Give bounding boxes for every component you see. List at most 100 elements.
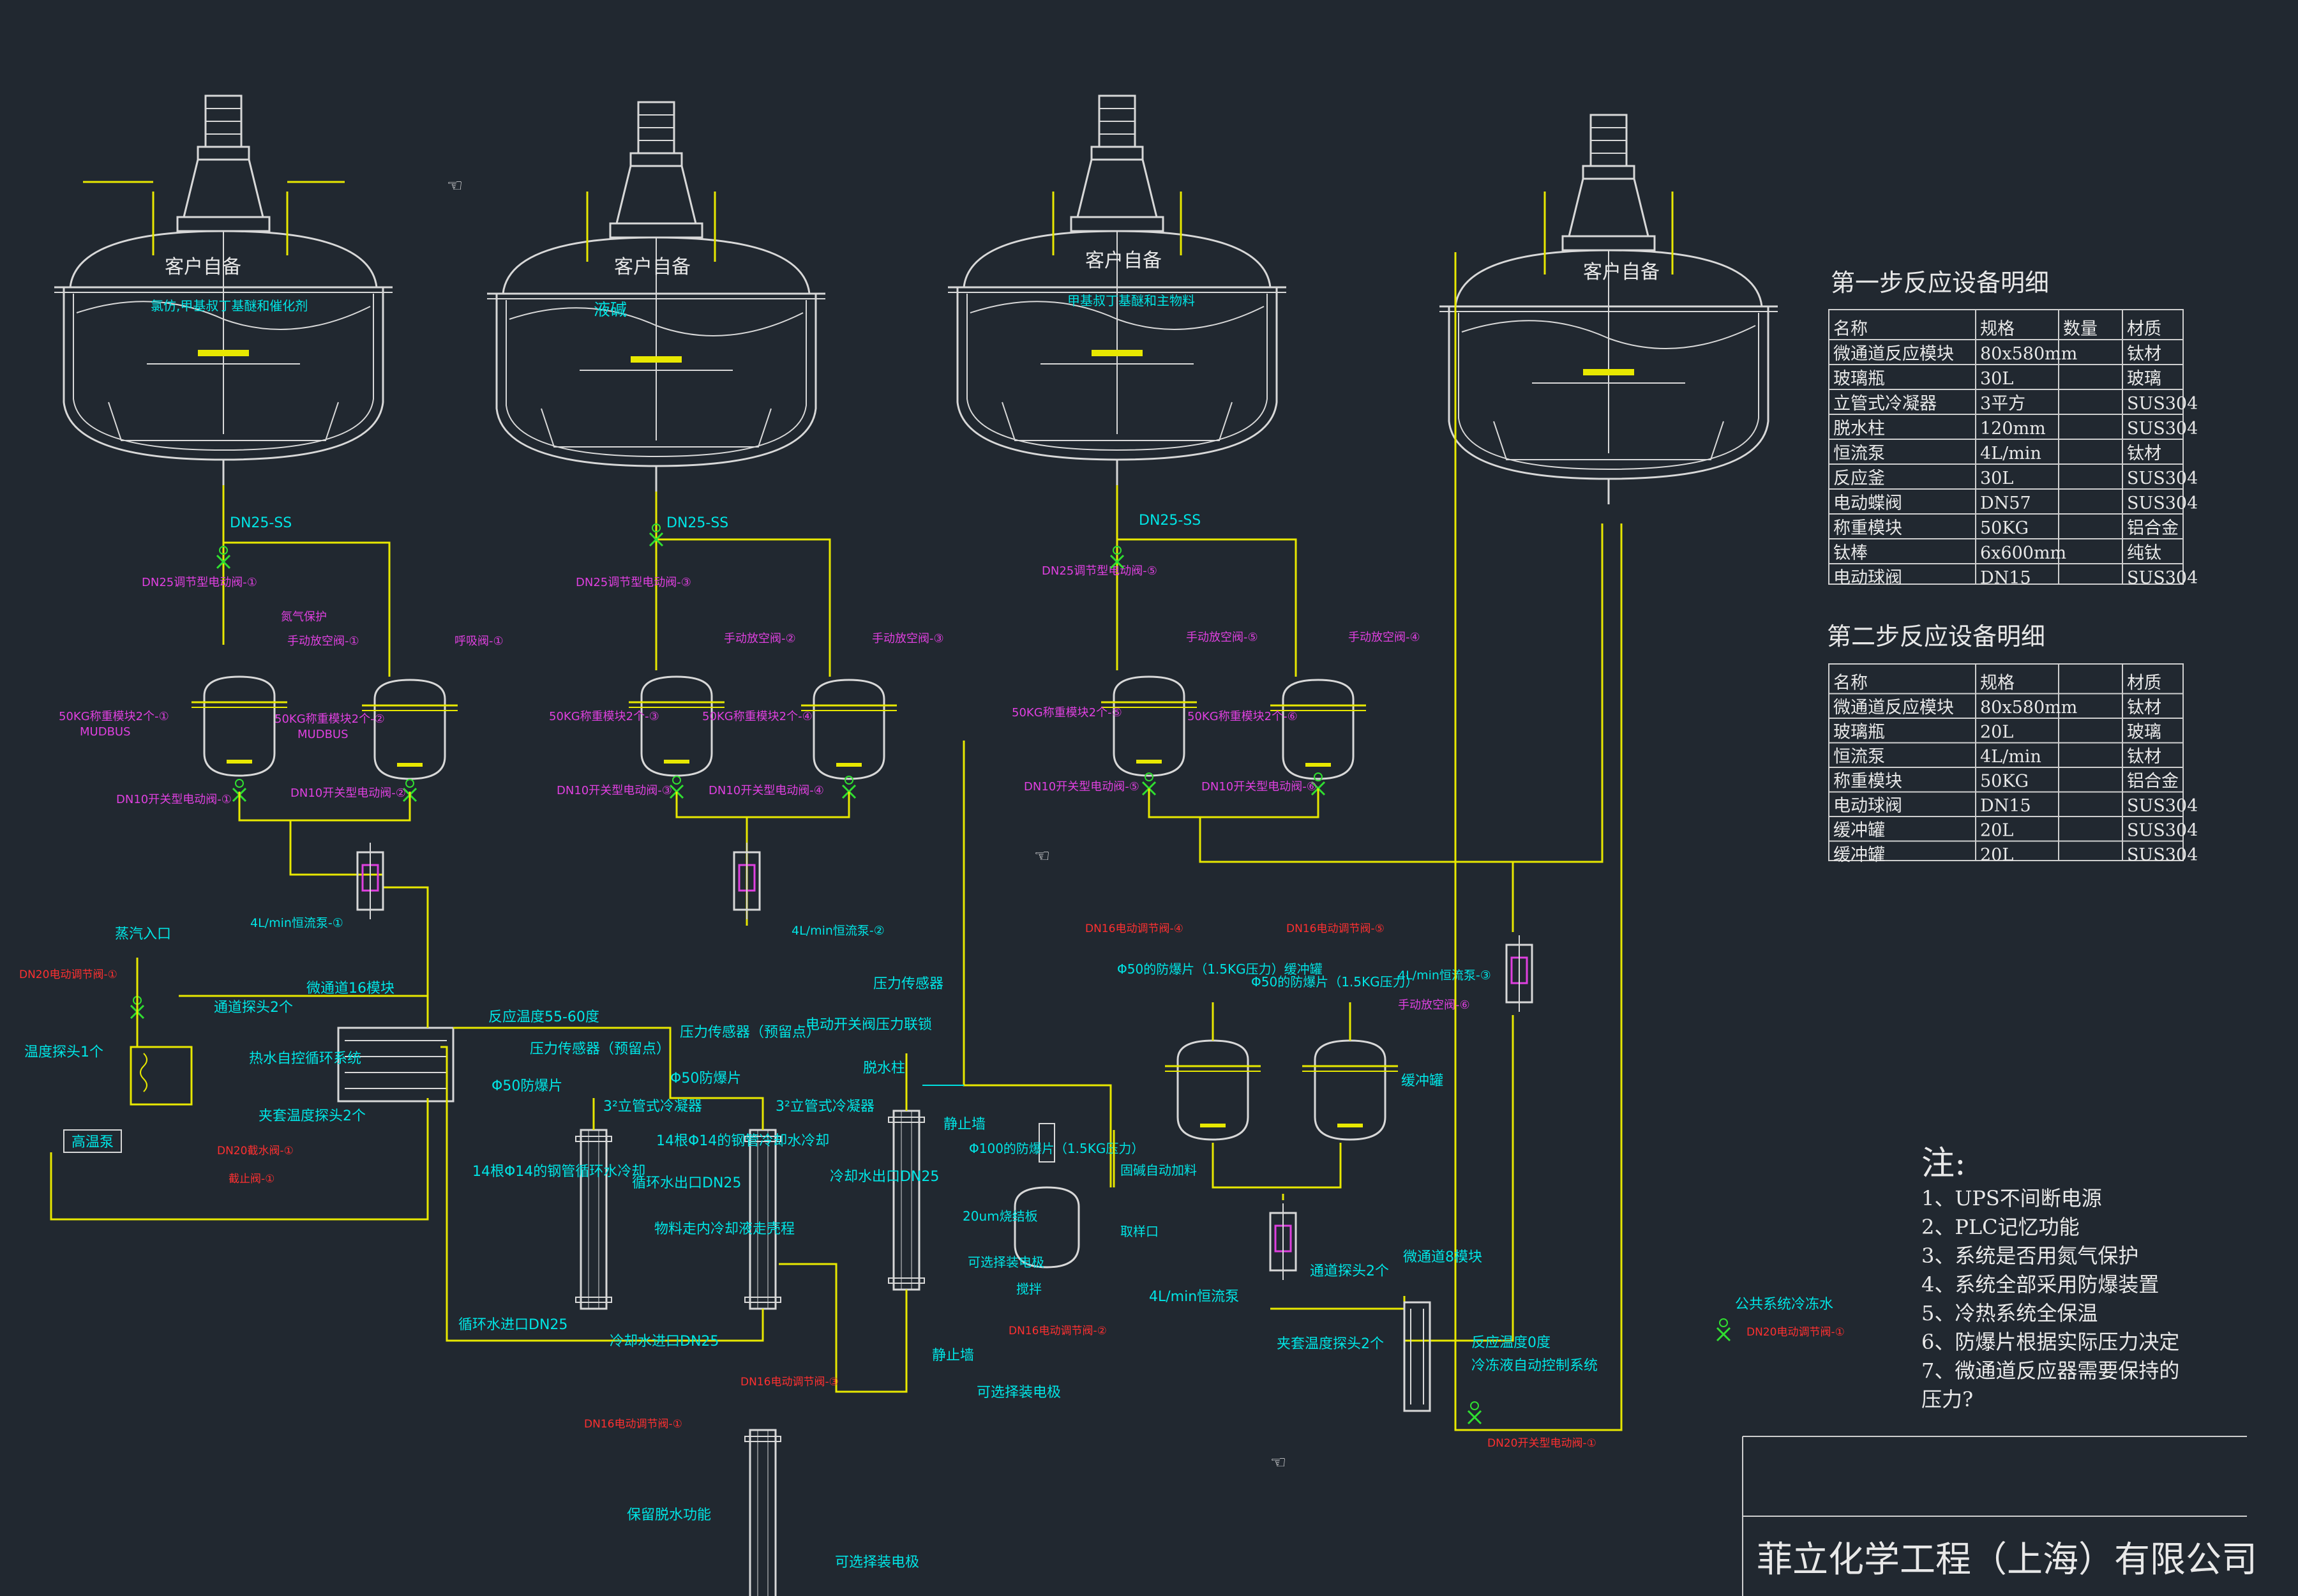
table-cell: DN57 (1980, 493, 2031, 513)
table-cell: SUS304 (2127, 821, 2198, 841)
mudbus-label-2: MUDBUS (297, 728, 349, 741)
table-cell: 纯钛 (2127, 543, 2161, 563)
chprobe2-label: 通道探头2个 (1310, 1263, 1389, 1279)
scale-label-4: 50KG称重模块2个-④ (702, 710, 813, 723)
note-item: 压力? (1921, 1387, 1973, 1412)
table-cell: 玻璃瓶 (1833, 723, 1885, 742)
breath-label: 呼吸阀-① (454, 635, 504, 648)
reactor-1 (53, 94, 394, 486)
table-cell: 立管式冷凝器 (1833, 394, 1937, 414)
table-cell: 4L/min (1980, 444, 2041, 463)
vent-label-2: 手动放空阀-② (724, 632, 796, 645)
dewater-label: 脱水柱 (863, 1060, 905, 1076)
dn16reg1-label: DN16电动调节阀-① (584, 1418, 682, 1431)
dn20onoff-label: DN20开关型电动阀-① (1487, 1437, 1596, 1450)
table-cell: 脱水柱 (1833, 419, 1885, 439)
table-cell: 钛材 (2127, 344, 2161, 364)
note-item: 2、PLC记忆功能 (1921, 1215, 2080, 1239)
buf1-label: Φ50的防爆片（1.5KG压力）缓冲罐 (1117, 961, 1323, 977)
sample-label: 取样口 (1120, 1224, 1159, 1239)
table-cell: 30L (1980, 369, 2013, 389)
reactor-1-label: 客户自备 (165, 256, 241, 278)
vent-label-3: 手动放空阀-③ (872, 632, 944, 645)
reactor-3 (947, 94, 1288, 486)
rupture100-label: Φ100的防爆片（1.5KG压力） (969, 1141, 1144, 1156)
note-item: 7、微通道反应器需要保持的 (1921, 1359, 2179, 1383)
table-header-cell: 名称 (1833, 319, 1868, 339)
rupture2-label: Φ50防爆片 (670, 1071, 741, 1087)
reactor-4 (1438, 114, 1779, 506)
table-header-cell: 材质 (2127, 674, 2161, 693)
table-cell: 缓冲罐 (1833, 845, 1885, 865)
psensor2-label: 压力传感器（预留点） (680, 1025, 820, 1041)
table2-title: 第二步反应设备明细 (1827, 622, 2045, 651)
pump-label-3: 4L/min恒流泵-③ (1398, 968, 1491, 982)
dn20gate-label: DN20截水阀-① (217, 1145, 294, 1157)
matflow-label: 物料走内冷却液走壳程 (654, 1221, 795, 1237)
table-cell: SUS304 (2127, 493, 2198, 513)
table1-title: 第一步反应设备明细 (1831, 269, 2049, 297)
pipe-label-2: DN25-SS (666, 515, 728, 531)
hand-cursor-icon: ☜ (447, 175, 463, 196)
buffer-label: 缓冲罐 (1401, 1073, 1443, 1089)
tubes2-label: 14根Φ14的钢管冷却水冷却 (656, 1133, 829, 1149)
feed-lines (222, 485, 1297, 677)
table-cell: 4L/min (1980, 747, 2041, 767)
table-cell: 微通道反应模块 (1833, 344, 1954, 364)
table-cell: 玻璃瓶 (1833, 369, 1885, 389)
table-cell: 钛材 (2127, 698, 2161, 718)
hot-pump-box (63, 1129, 122, 1153)
table-cell: 20L (1980, 821, 2013, 841)
company-name: 菲立化学工程（上海）有限公司 (1757, 1539, 2257, 1581)
table-cell: 50KG (1980, 518, 2029, 538)
table-cell: 6x600mm (1980, 543, 2066, 563)
dn16reg4-label: DN16电动调节阀-④ (1085, 922, 1183, 935)
micro-channel-16 (337, 1027, 454, 1103)
jacket-label: 夹套温度探头2个 (259, 1108, 366, 1124)
buffer-tanks (1164, 1039, 1399, 1141)
elswitch-label: 电动开关阀压力联锁 (806, 1017, 932, 1033)
table-cell: 反应釜 (1833, 469, 1885, 488)
scale-label-1: 50KG称重模块2个-① (59, 710, 169, 723)
hotloop-label: 热水自控循环系统 (249, 1051, 361, 1067)
notes-body: 1、UPS不间断电源2、PLC记忆功能3、系统是否用氮气保护4、系统全部采用防爆… (1921, 1186, 2179, 1412)
onoff-label-1: DN10开关型电动阀-① (116, 793, 232, 806)
stir-label: 搅拌 (1016, 1281, 1042, 1297)
note-item: 1、UPS不间断电源 (1921, 1186, 2102, 1210)
steam-label: 蒸汽入口 (115, 926, 171, 942)
title-block (1742, 1436, 2247, 1596)
filter-label: 20um烧结板 (963, 1208, 1038, 1224)
table-cell: 称重模块 (1833, 772, 1902, 792)
micro-channel-8 (1403, 1301, 1431, 1412)
stopwall1-label: 静止墙 (943, 1117, 986, 1133)
reactor-1-contents: 氯仿,甲基叔丁基醚和催化剂 (151, 298, 308, 313)
valve-label-2: DN25调节型电动阀-③ (576, 576, 691, 589)
reactor-4-label: 客户自备 (1583, 261, 1660, 283)
pump-label-4: 4L/min恒流泵 (1149, 1289, 1239, 1305)
note-item: 3、系统是否用氮气保护 (1921, 1244, 2138, 1268)
chprobe-label: 通道探头2个 (214, 1000, 293, 1016)
table-cell: 电动球阀 (1833, 568, 1902, 588)
table-header-cell: 名称 (1833, 674, 1868, 693)
vent6-label: 手动放空阀-⑥ (1398, 998, 1470, 1012)
table-cell: 20L (1980, 723, 2013, 742)
reactor-3-label: 客户自备 (1085, 250, 1162, 272)
coolin-label: 冷却水进口DN25 (610, 1334, 719, 1350)
scale-label-6: 50KG称重模块2个-⑥ (1187, 710, 1298, 723)
table-cell: SUS304 (2127, 419, 2198, 439)
table-cell: 微通道反应模块 (1833, 698, 1954, 718)
table-cell: SUS304 (2127, 568, 2198, 588)
dn16reg2-label: DN16电动调节阀-② (1009, 1325, 1107, 1337)
table-cell: 50KG (1980, 772, 2029, 792)
table-cell: 30L (1980, 469, 2013, 488)
feed-tanks (190, 675, 1367, 780)
table-cell: DN15 (1980, 568, 2031, 588)
heater-box (130, 1046, 193, 1106)
electrode-label-2: 可选择装电极 (835, 1555, 919, 1570)
dn20reg1-label: DN20电动调节阀-① (19, 968, 117, 981)
coolout-label: 冷却水出口DN25 (830, 1169, 939, 1185)
table-header-cell: 数量 (2063, 319, 2098, 339)
